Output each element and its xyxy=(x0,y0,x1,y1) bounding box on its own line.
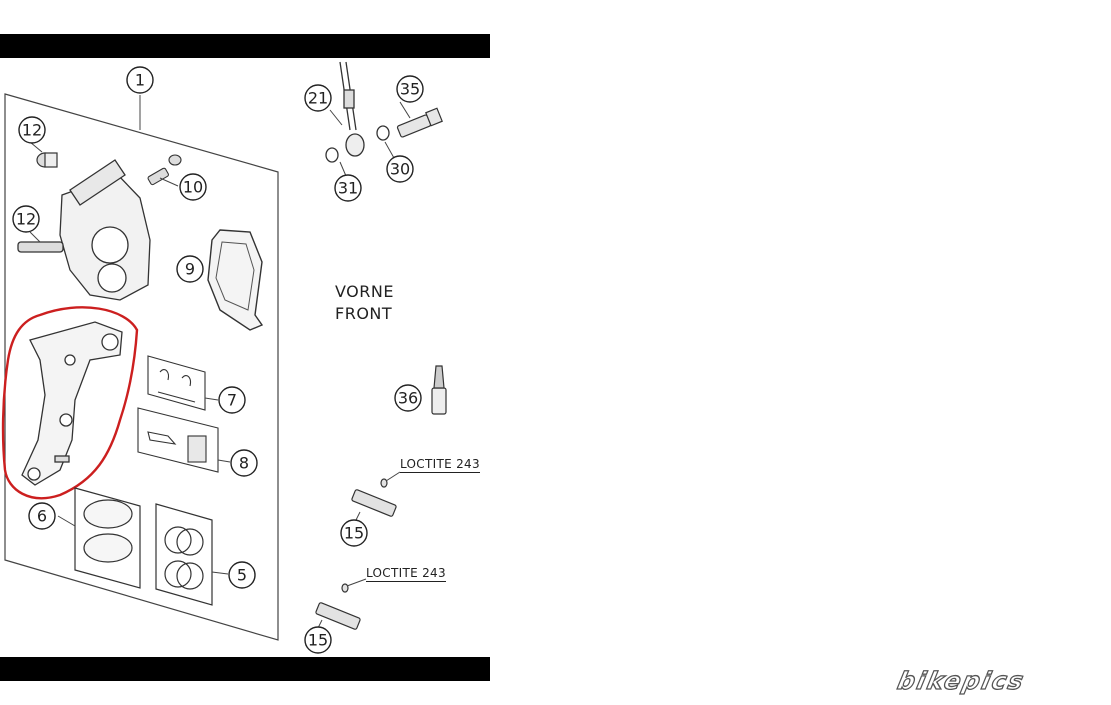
parts-panel xyxy=(4,93,279,641)
top-black-bar xyxy=(0,34,490,58)
bikepics-watermark-logo: bikepics xyxy=(894,666,1028,695)
bottom-black-bar xyxy=(0,657,490,681)
seal-box-5 xyxy=(155,503,213,606)
brake-hose-21 xyxy=(325,61,390,163)
pin-12-top xyxy=(36,152,58,168)
callout-31-label: 31 xyxy=(338,179,358,198)
callout-5-label: 5 xyxy=(237,566,247,585)
bolt-15-upper xyxy=(351,478,397,517)
callout-12-middle-label: 12 xyxy=(16,210,36,229)
callout-15-lower: 15 xyxy=(304,626,332,654)
section-label-line2: FRONT xyxy=(335,304,393,323)
callout-15-upper: 15 xyxy=(340,519,368,547)
callout-12-top-label: 12 xyxy=(22,121,42,140)
callout-15-upper-label: 15 xyxy=(344,524,364,543)
highlight-outline xyxy=(1,306,139,500)
kit-box-8 xyxy=(137,407,219,473)
callout-9-label: 9 xyxy=(185,260,195,279)
callout-6: 6 xyxy=(28,502,56,530)
callout-30: 30 xyxy=(386,155,414,183)
callout-36-label: 36 xyxy=(398,389,418,408)
callout-21: 21 xyxy=(304,84,332,112)
callout-5: 5 xyxy=(228,561,256,589)
callout-35-label: 35 xyxy=(400,80,420,99)
callout-15-lower-label: 15 xyxy=(308,631,328,650)
callout-31: 31 xyxy=(334,174,362,202)
kit-box-7 xyxy=(147,355,206,411)
callout-8: 8 xyxy=(230,449,258,477)
callout-30-label: 30 xyxy=(390,160,410,179)
bleed-cap-36 xyxy=(431,365,447,415)
section-label-line1: VORNE xyxy=(335,282,394,301)
brake-pad-9 xyxy=(207,229,264,331)
callout-9: 9 xyxy=(176,255,204,283)
callout-12-top: 12 xyxy=(18,116,46,144)
banjo-bolt-35 xyxy=(396,107,443,138)
caliper-bracket xyxy=(21,321,123,486)
callout-1: 1 xyxy=(126,66,154,94)
callout-35: 35 xyxy=(396,75,424,103)
piston-box-6 xyxy=(74,487,141,589)
callout-12-middle: 12 xyxy=(12,205,40,233)
callout-10-label: 10 xyxy=(183,178,203,197)
caliper-body xyxy=(17,159,151,301)
loctite-note-lower: LOCTITE 243 xyxy=(366,566,446,582)
callout-7: 7 xyxy=(218,386,246,414)
bleed-valve-10 xyxy=(147,154,182,186)
callout-10: 10 xyxy=(179,173,207,201)
bolt-15-lower xyxy=(315,583,361,630)
callout-6-label: 6 xyxy=(37,507,47,526)
callout-1-label: 1 xyxy=(135,71,145,90)
section-label: VORNE FRONT xyxy=(335,281,394,325)
callout-36: 36 xyxy=(394,384,422,412)
loctite-note-upper: LOCTITE 243 xyxy=(400,457,480,473)
callout-21-label: 21 xyxy=(308,89,328,108)
callout-8-label: 8 xyxy=(239,454,249,473)
callout-7-label: 7 xyxy=(227,391,237,410)
